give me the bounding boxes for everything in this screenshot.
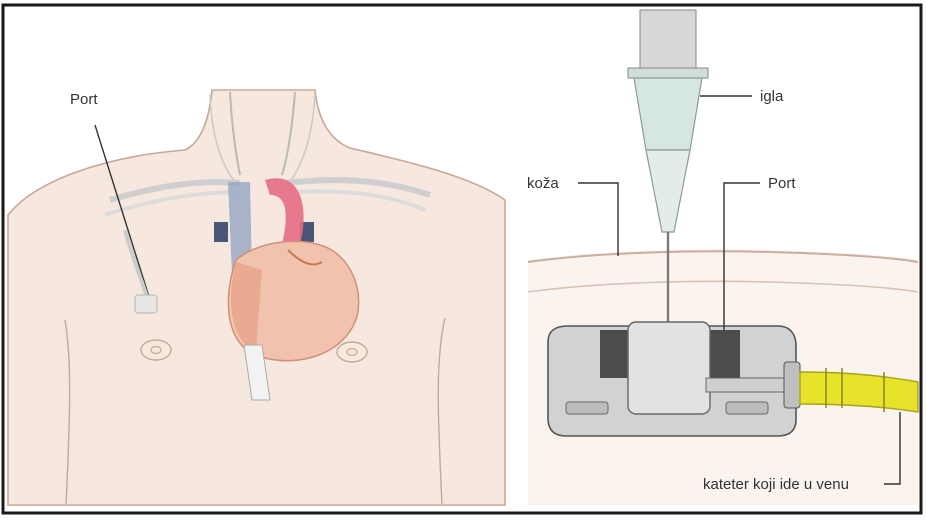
needle-label: igla (760, 89, 783, 104)
catheter-label: kateter koji ide u venu (703, 477, 849, 492)
implanted-port (135, 295, 157, 313)
needle-hub (634, 78, 702, 150)
vessel-clip (214, 222, 228, 242)
port-outlet (706, 378, 790, 392)
port-label-right: Port (768, 176, 796, 191)
skin-label: koža (527, 176, 559, 191)
port-reservoir (628, 322, 710, 414)
syringe-barrel (640, 10, 696, 68)
port-label-left: Port (70, 92, 98, 107)
